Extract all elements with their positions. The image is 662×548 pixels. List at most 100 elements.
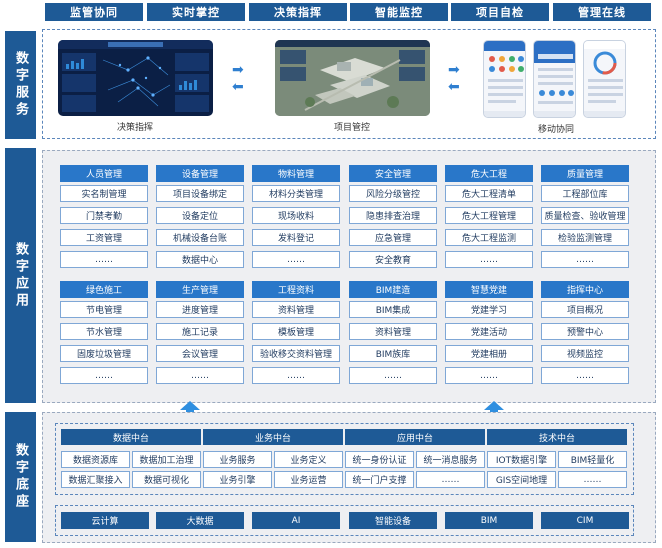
module-item[interactable]: 危大工程管理 [445, 207, 533, 224]
module-item[interactable]: …… [252, 251, 340, 268]
module-item[interactable]: 材料分类管理 [252, 185, 340, 202]
module-title[interactable]: 质量管理 [541, 165, 629, 182]
platform-title[interactable]: 技术中台 [487, 429, 627, 445]
infrastructure-item[interactable]: BIM [445, 512, 533, 529]
module-title[interactable]: 指挥中心 [541, 281, 629, 298]
module-item[interactable]: BIM集成 [349, 301, 437, 318]
module-title[interactable]: 智慧党建 [445, 281, 533, 298]
module-item[interactable]: …… [541, 367, 629, 384]
module-item[interactable]: 风险分级管控 [349, 185, 437, 202]
module-item[interactable]: 安全教育 [349, 251, 437, 268]
module-item[interactable]: 工资管理 [60, 229, 148, 246]
module-item[interactable]: 数据中心 [156, 251, 244, 268]
infrastructure-item[interactable]: 智能设备 [349, 512, 437, 529]
platform-item[interactable]: 业务服务 [203, 451, 272, 468]
module-item[interactable]: …… [252, 367, 340, 384]
platform-item[interactable]: GIS空间地理 [487, 471, 556, 488]
module-item[interactable]: 党建活动 [445, 323, 533, 340]
platform-item[interactable]: 业务定义 [274, 451, 343, 468]
module-item[interactable]: 机械设备台账 [156, 229, 244, 246]
platform-item[interactable]: 统一门户支撑 [345, 471, 414, 488]
module-item[interactable]: 进度管理 [156, 301, 244, 318]
module-item[interactable]: …… [445, 251, 533, 268]
module-title[interactable]: 工程资料 [252, 281, 340, 298]
module-item[interactable]: BIM族库 [349, 345, 437, 362]
platform-item[interactable]: 数据汇聚接入 [61, 471, 130, 488]
mobile-screen-thumbnail-1 [483, 40, 526, 118]
platform-item[interactable]: 业务引擎 [203, 471, 272, 488]
platform-title[interactable]: 数据中台 [61, 429, 201, 445]
module-item[interactable]: 现场收料 [252, 207, 340, 224]
module-item[interactable]: …… [60, 251, 148, 268]
up-arrow-icon [180, 401, 200, 417]
module-item[interactable]: 门禁考勤 [60, 207, 148, 224]
module-item[interactable]: 固废垃圾管理 [60, 345, 148, 362]
module-title[interactable]: 安全管理 [349, 165, 437, 182]
module-item[interactable]: 验收移交资料管理 [252, 345, 340, 362]
module-item[interactable]: 视频监控 [541, 345, 629, 362]
module-item[interactable]: 节电管理 [60, 301, 148, 318]
platform-item[interactable]: 数据可视化 [132, 471, 201, 488]
top-tab[interactable]: 智能监控 [350, 3, 448, 21]
module-item[interactable]: 节水管理 [60, 323, 148, 340]
module-item[interactable]: 项目设备绑定 [156, 185, 244, 202]
module-item[interactable]: 危大工程清单 [445, 185, 533, 202]
module-item[interactable]: 预警中心 [541, 323, 629, 340]
platform-item[interactable]: 统一消息服务 [416, 451, 485, 468]
module-title[interactable]: 人员管理 [60, 165, 148, 182]
module-item[interactable]: …… [60, 367, 148, 384]
module-item[interactable]: 质量检查、验收管理 [541, 207, 629, 224]
module-item[interactable]: 党建学习 [445, 301, 533, 318]
top-tab[interactable]: 监管协同 [45, 3, 143, 21]
platform-title[interactable]: 应用中台 [345, 429, 485, 445]
module-item[interactable]: …… [156, 367, 244, 384]
infrastructure-item[interactable]: 大数据 [156, 512, 244, 529]
infrastructure-item[interactable]: CIM [541, 512, 629, 529]
module-item[interactable]: 会议管理 [156, 345, 244, 362]
top-tab[interactable]: 管理在线 [553, 3, 651, 21]
infrastructure-item[interactable]: 云计算 [61, 512, 149, 529]
module-item[interactable]: 隐患排查治理 [349, 207, 437, 224]
top-tab[interactable]: 实时掌控 [147, 3, 245, 21]
caption-mobile-collaboration: 移动协同 [537, 125, 574, 135]
mobile-screen-thumbnail-3 [583, 40, 626, 118]
platform-title[interactable]: 业务中台 [203, 429, 343, 445]
module-item[interactable]: …… [445, 367, 533, 384]
platform-item[interactable]: 统一身份认证 [345, 451, 414, 468]
platform-item[interactable]: 数据加工治理 [132, 451, 201, 468]
platform-item[interactable]: 业务运营 [274, 471, 343, 488]
module-item[interactable]: 检验监测管理 [541, 229, 629, 246]
module-item[interactable]: 党建相册 [445, 345, 533, 362]
platform-item[interactable]: BIM轻量化 [558, 451, 627, 468]
module-item[interactable]: …… [541, 251, 629, 268]
module-item[interactable]: 设备定位 [156, 207, 244, 224]
module-item[interactable]: 工程部位库 [541, 185, 629, 202]
module-item[interactable]: 施工记录 [156, 323, 244, 340]
platform-item[interactable]: …… [416, 471, 485, 488]
module-item[interactable]: 模板管理 [252, 323, 340, 340]
infrastructure-item[interactable]: AI [252, 512, 340, 529]
module-title[interactable]: 危大工程 [445, 165, 533, 182]
platform-item[interactable]: 数据资源库 [61, 451, 130, 468]
platform-item[interactable]: …… [558, 471, 627, 488]
module-item[interactable]: 项目概况 [541, 301, 629, 318]
module-item[interactable]: 发料登记 [252, 229, 340, 246]
module-item[interactable]: 危大工程监测 [445, 229, 533, 246]
top-tab[interactable]: 项目自检 [451, 3, 549, 21]
module-item[interactable]: 应急管理 [349, 229, 437, 246]
module-item[interactable]: 实名制管理 [60, 185, 148, 202]
module-title[interactable]: 设备管理 [156, 165, 244, 182]
module-item[interactable]: 资料管理 [252, 301, 340, 318]
module-title[interactable]: 生产管理 [156, 281, 244, 298]
platform-item[interactable]: IOT数据引擎 [487, 451, 556, 468]
module-title[interactable]: BIM建造 [349, 281, 437, 298]
digital-service-panel [42, 29, 656, 139]
module-item[interactable]: 资料管理 [349, 323, 437, 340]
module-title[interactable]: 绿色施工 [60, 281, 148, 298]
top-tab[interactable]: 决策指挥 [249, 3, 347, 21]
module-item[interactable]: …… [349, 367, 437, 384]
module-title[interactable]: 物料管理 [252, 165, 340, 182]
up-arrow-icon [484, 401, 504, 417]
side-label-digital-application: 数字应用 [5, 148, 36, 403]
project-control-aerial-thumbnail [275, 40, 430, 116]
